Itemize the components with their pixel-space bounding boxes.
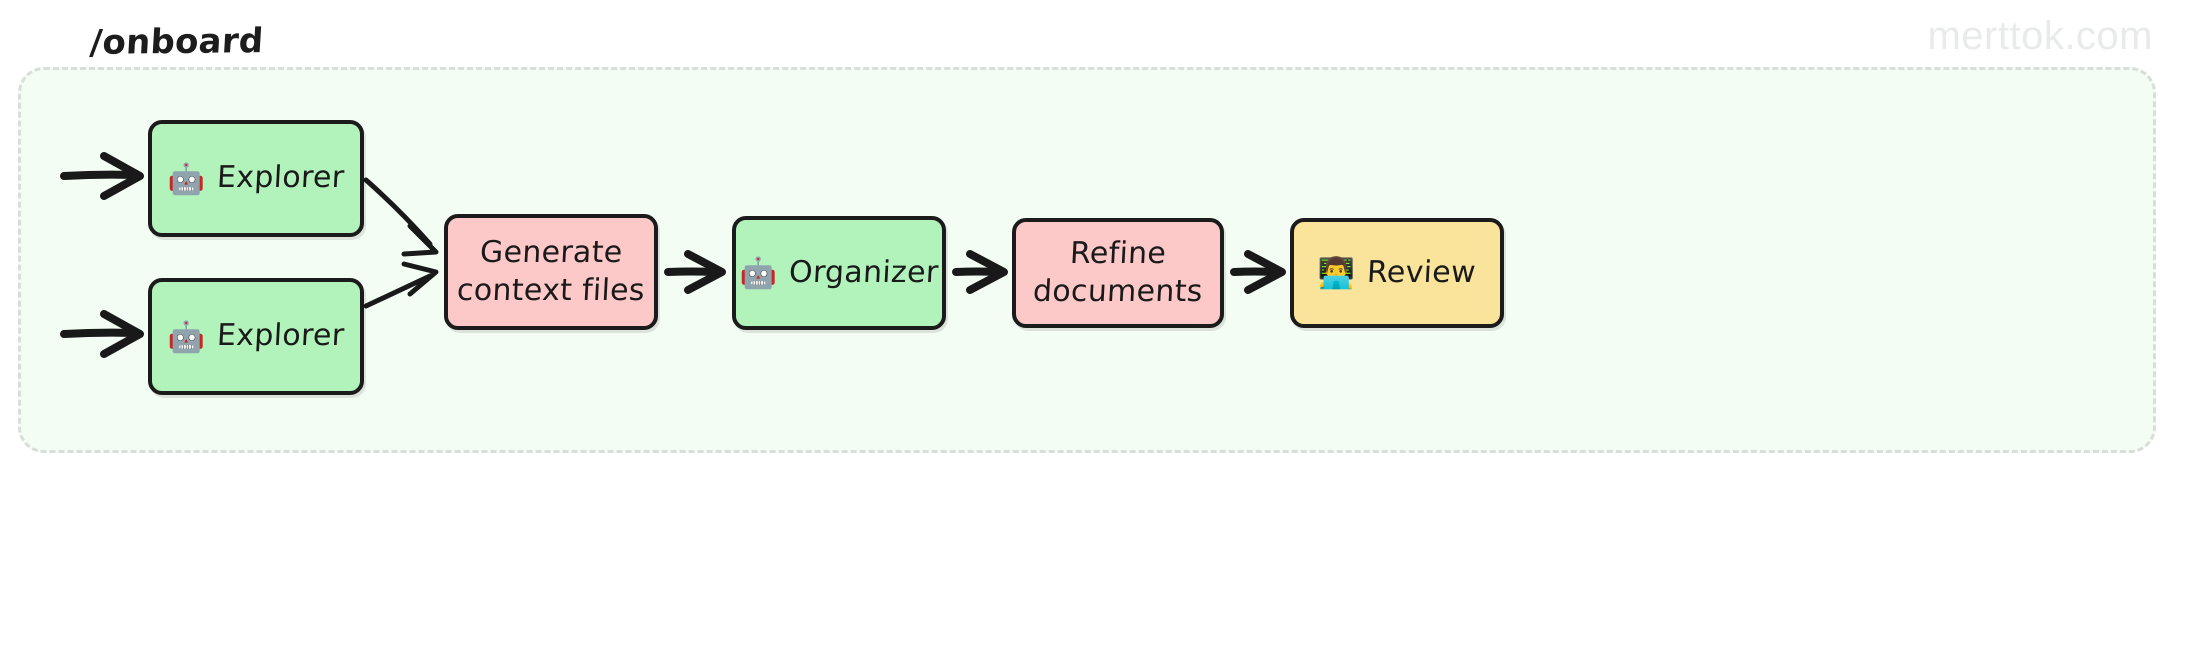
robot-icon: 🤖 — [167, 319, 206, 355]
node-generate-context-files[interactable]: Generate context files — [444, 214, 658, 330]
node-organizer[interactable]: 🤖 Organizer — [732, 216, 946, 330]
node-label-line-1: Refine — [1069, 235, 1168, 271]
robot-icon: 🤖 — [167, 161, 206, 197]
node-label: Explorer — [216, 160, 346, 196]
node-label: Organizer — [788, 254, 940, 290]
node-label: Explorer — [216, 318, 346, 354]
node-label-line-2: documents — [1032, 274, 1204, 309]
site-watermark: merttok.com — [1927, 14, 2153, 58]
robot-icon: 🤖 — [739, 256, 778, 291]
node-refine-documents[interactable]: Refine documents — [1012, 218, 1224, 328]
node-explorer-1[interactable]: 🤖 Explorer — [148, 120, 364, 237]
node-explorer-2[interactable]: 🤖 Explorer — [148, 278, 364, 395]
node-label-line-2: context files — [456, 273, 646, 308]
node-label: Review — [1366, 254, 1478, 290]
person-at-laptop-icon: 👨‍💻 — [1317, 256, 1356, 291]
page-title: /onboard — [88, 21, 265, 63]
node-review[interactable]: 👨‍💻 Review — [1290, 218, 1504, 328]
node-label-line-1: Generate — [478, 234, 624, 270]
